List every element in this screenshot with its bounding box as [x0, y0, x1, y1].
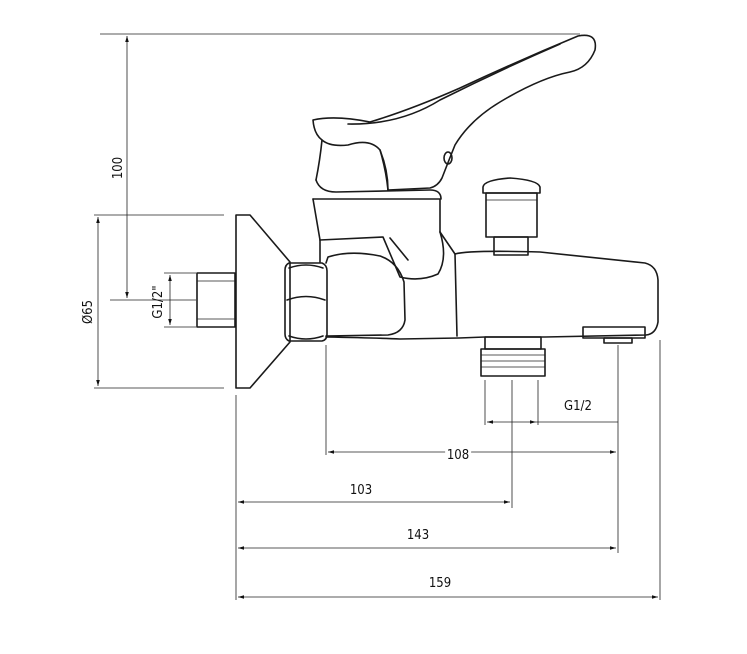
dim-label-inlet-thread: G1/2": [151, 285, 166, 318]
dimension-lines: [94, 33, 661, 600]
dim-label-100: 100: [111, 157, 126, 179]
diverter-knob: [482, 177, 541, 256]
hex-nut: [284, 262, 328, 342]
dim-label-outlet-thread: G1/2: [564, 399, 592, 414]
dim-label-159: 159: [429, 576, 451, 591]
dim-label-108: 108: [447, 448, 469, 463]
inlet-pipe: [196, 272, 236, 328]
spout-aerator: [582, 326, 646, 344]
faucet-outline: [196, 34, 659, 389]
lever-handle: [312, 34, 597, 191]
dim-label-diameter-65: Ø65: [81, 300, 96, 324]
cartridge-housing: [312, 179, 442, 241]
dim-label-103: 103: [350, 483, 372, 498]
mixer-body: [319, 231, 659, 340]
shower-outlet: [480, 336, 546, 377]
dim-label-143: 143: [407, 528, 429, 543]
wall-rosette: [235, 214, 291, 389]
